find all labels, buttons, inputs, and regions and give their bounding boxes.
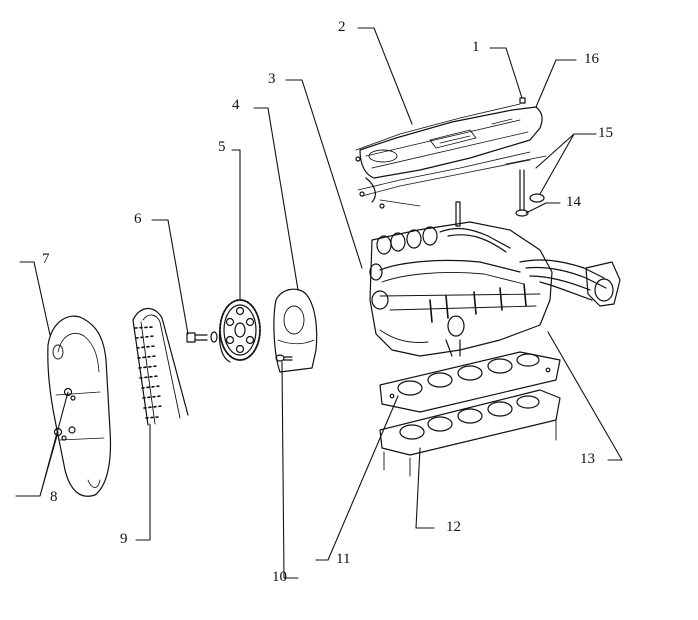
callout-2: 2: [338, 19, 346, 35]
callout-11: 11: [336, 551, 351, 567]
callout-12: 12: [446, 519, 461, 535]
callout-7: 7: [42, 251, 50, 267]
callout-4: 4: [232, 97, 240, 113]
callout-16: 16: [584, 51, 599, 67]
callout-15: 15: [598, 125, 613, 141]
cam-cover: [355, 103, 543, 209]
timing-belt: [132, 307, 189, 426]
callout-14: 14: [566, 194, 581, 210]
callout-13: 13: [580, 451, 595, 467]
cover-fasteners: [505, 97, 547, 217]
cylinder-head: [369, 201, 621, 357]
head-gasket: [379, 351, 561, 413]
callout-1: 1: [472, 39, 480, 55]
leader-lines: [15, 27, 623, 579]
camshaft-sprocket: [218, 299, 261, 363]
engine-block: [379, 389, 561, 477]
rear-timing-cover: [273, 288, 318, 373]
callout-8: 8: [50, 489, 58, 505]
callout-6: 6: [134, 211, 142, 227]
timing-cover: [47, 315, 112, 497]
callout-9: 9: [120, 531, 128, 547]
callout-3: 3: [268, 71, 276, 87]
sprocket-bolt: [186, 331, 218, 343]
callout-5: 5: [218, 139, 226, 155]
callout-10: 10: [272, 569, 287, 585]
